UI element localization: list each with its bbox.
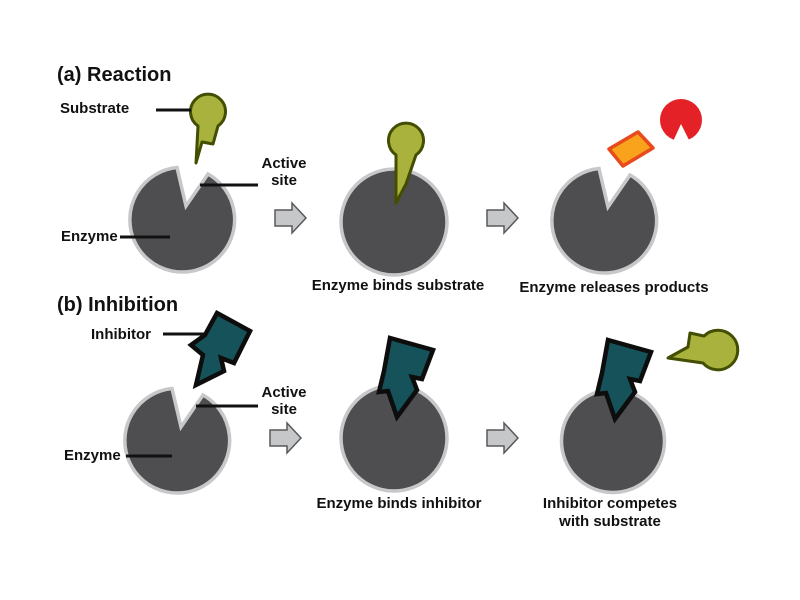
arrow-right-icon bbox=[486, 422, 519, 454]
enzyme-label-b: Enzyme bbox=[64, 447, 121, 464]
product-diamond-shape bbox=[607, 130, 655, 168]
substrate-shape-competing bbox=[666, 328, 740, 372]
substrate-shape-bound bbox=[387, 121, 425, 205]
arrow-right-icon bbox=[269, 422, 302, 454]
substrate-label: Substrate bbox=[60, 100, 130, 117]
active-site-label-a: Active site bbox=[261, 155, 307, 189]
arrow-right-icon bbox=[486, 202, 519, 234]
product-round-notch bbox=[670, 124, 693, 148]
product-round-shape bbox=[660, 99, 702, 141]
section-a-title: (a) Reaction bbox=[57, 64, 172, 86]
reaction-row bbox=[128, 92, 702, 277]
inhibition-row bbox=[123, 309, 740, 495]
caption-inhibitor-competes: Inhibitor competes with substrate bbox=[542, 495, 678, 530]
enzyme-shape-free-b bbox=[123, 386, 232, 495]
substrate-shape-free bbox=[189, 92, 227, 165]
caption-binds-substrate: Enzyme binds substrate bbox=[311, 277, 485, 294]
active-site-label-b: Active site bbox=[261, 384, 307, 418]
enzyme-shape-releasing bbox=[550, 166, 659, 275]
section-b-title: (b) Inhibition bbox=[57, 294, 179, 316]
inhibitor-label: Inhibitor bbox=[91, 326, 151, 343]
enzyme-shape-free-a bbox=[128, 165, 237, 274]
enzyme-shape-bound-substrate bbox=[339, 167, 449, 277]
caption-binds-inhibitor: Enzyme binds inhibitor bbox=[316, 495, 482, 512]
leader-lines bbox=[120, 108, 258, 458]
inhibitor-shape-free bbox=[187, 309, 253, 390]
enzyme-label-a: Enzyme bbox=[61, 228, 118, 245]
arrow-right-icon bbox=[274, 202, 307, 234]
caption-releases-products: Enzyme releases products bbox=[519, 279, 709, 296]
